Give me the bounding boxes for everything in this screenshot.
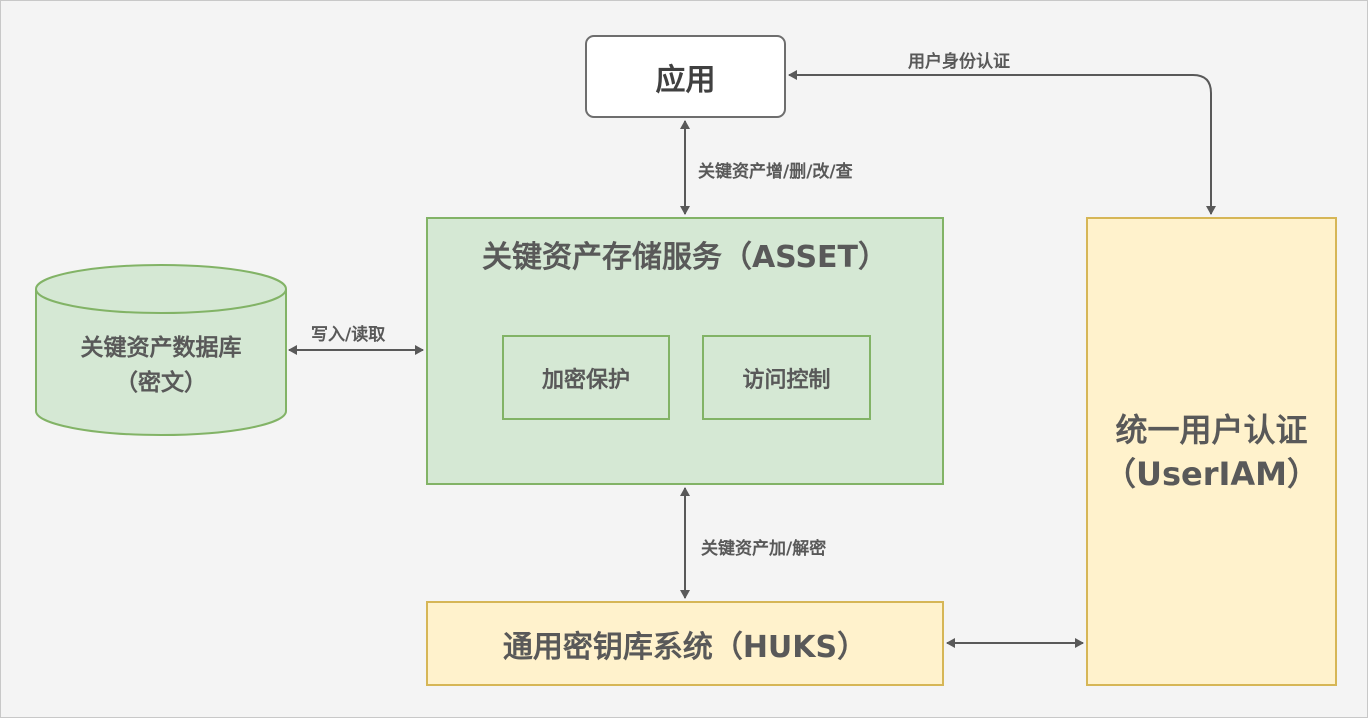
- user-iam-subtitle: （UserIAM）: [1103, 454, 1320, 493]
- user-iam-node: 统一用户认证 （UserIAM）: [1086, 217, 1337, 686]
- arrow-app-iam: [788, 70, 1216, 215]
- database-label: 关键资产数据库 （密文）: [36, 331, 286, 401]
- app-node: 应用: [585, 35, 786, 118]
- database-subtitle: （密文）: [115, 370, 207, 396]
- edge-label-user-auth: 用户身份认证: [908, 52, 1010, 72]
- asset-service-node: 关键资产存储服务（ASSET） 加密保护 访问控制: [426, 217, 944, 485]
- user-iam-name: 统一用户认证: [1115, 410, 1308, 449]
- edge-label-encrypt-decrypt: 关键资产加/解密: [701, 539, 827, 559]
- database-name: 关键资产数据库: [80, 335, 242, 361]
- huks-node: 通用密钥库系统（HUKS）: [426, 601, 944, 686]
- huks-label: 通用密钥库系统（HUKS）: [502, 629, 868, 665]
- asset-service-title: 关键资产存储服务（ASSET）: [481, 240, 889, 275]
- database-cylinder: [35, 264, 287, 436]
- app-label: 应用: [655, 62, 716, 98]
- access-control-label: 访问控制: [742, 367, 831, 393]
- edge-label-crud: 关键资产增/删/改/查: [698, 162, 853, 182]
- encryption-protection-node: 加密保护: [502, 335, 670, 420]
- encryption-protection-label: 加密保护: [541, 367, 630, 393]
- edge-label-read-write: 写入/读取: [311, 325, 386, 345]
- access-control-node: 访问控制: [702, 335, 871, 420]
